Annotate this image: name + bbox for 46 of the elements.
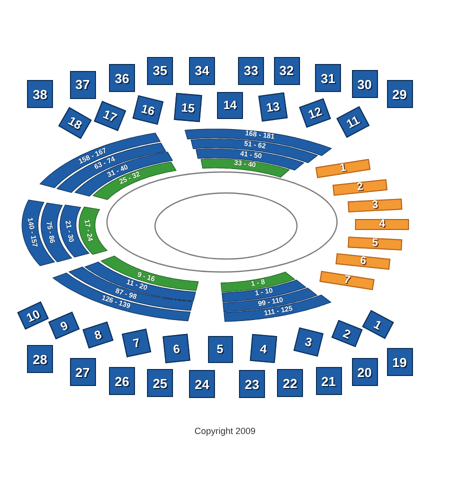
seating-section: 37 bbox=[70, 70, 96, 98]
seating-section: 30 bbox=[352, 70, 378, 98]
seating-section: 24 bbox=[189, 370, 215, 398]
seating-section: 21 bbox=[316, 367, 342, 395]
seating-section: 23 bbox=[239, 370, 265, 398]
seating-section: 17 bbox=[94, 100, 126, 132]
seating-section: 11 bbox=[336, 106, 370, 138]
seating-section: 32 bbox=[274, 56, 300, 84]
seating-section: 4 bbox=[355, 218, 409, 230]
seating-section: 14 bbox=[217, 92, 243, 118]
seating-section: 35 bbox=[147, 56, 173, 84]
seating-section: 13 bbox=[258, 92, 288, 122]
seating-section: 22 bbox=[277, 369, 303, 397]
seating-section: 25 bbox=[147, 369, 173, 397]
seating-section: 18 bbox=[58, 106, 92, 140]
seating-section: 7 bbox=[319, 270, 375, 290]
seating-section: 27 bbox=[70, 358, 96, 386]
seating-section: 9 bbox=[48, 311, 80, 339]
seating-section: 5 bbox=[208, 336, 232, 362]
seating-section: 7 bbox=[121, 328, 151, 358]
seating-section: 1 bbox=[362, 310, 394, 338]
seating-section: 19 bbox=[386, 348, 412, 376]
seating-section: 10 bbox=[17, 300, 49, 330]
seating-section: 4 bbox=[249, 333, 277, 363]
seating-section: 2 bbox=[332, 178, 388, 196]
seating-section: 31 bbox=[315, 64, 341, 92]
seating-section: 26 bbox=[109, 367, 135, 395]
copyright-note: Copyright 2009 bbox=[194, 426, 256, 437]
seating-section: 29 bbox=[386, 80, 412, 108]
seating-section: 36 bbox=[109, 64, 135, 92]
seating-section: 15 bbox=[174, 92, 202, 122]
seating-section: 6 bbox=[162, 333, 190, 363]
seating-section: 3 bbox=[292, 327, 324, 357]
seating-section: 6 bbox=[336, 252, 390, 270]
seating-section: 2 bbox=[331, 319, 363, 347]
seating-section: 38 bbox=[27, 80, 53, 108]
seating-section: 34 bbox=[189, 56, 215, 84]
seating-section: 12 bbox=[299, 98, 331, 128]
seating-section: 3 bbox=[348, 198, 402, 212]
seating-section: 8 bbox=[82, 321, 114, 349]
seating-section: 5 bbox=[348, 236, 402, 250]
seating-section: 16 bbox=[132, 95, 164, 125]
seating-section: 1 bbox=[315, 158, 371, 178]
seating-section: 20 bbox=[352, 358, 378, 386]
seating-section: 28 bbox=[27, 345, 53, 373]
seating-section: 33 bbox=[238, 56, 264, 84]
